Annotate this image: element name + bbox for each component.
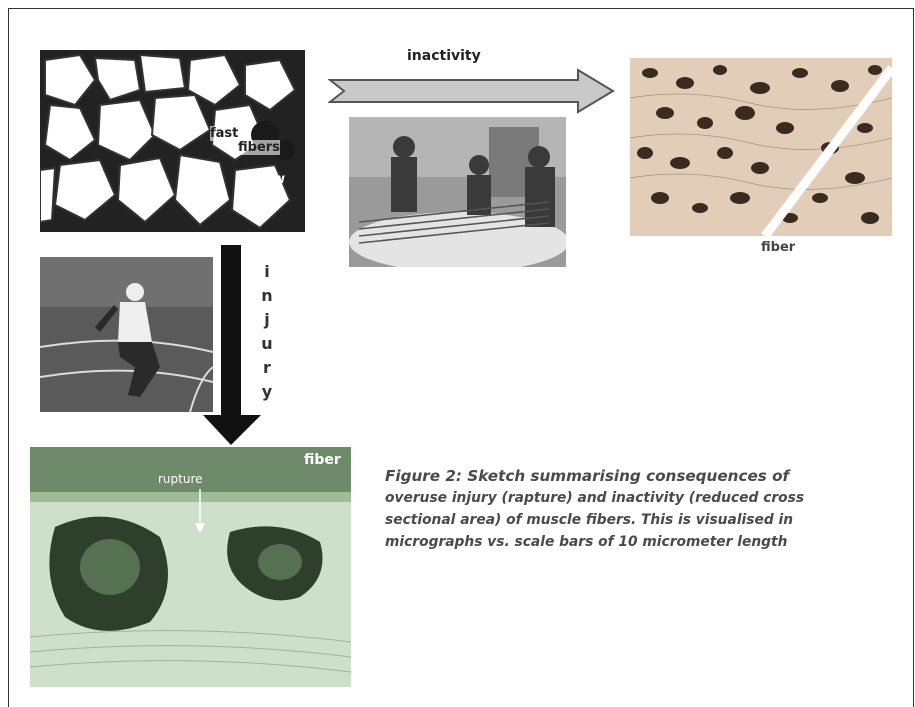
caption-line-1: Figure 2: Sketch summarising consequence… xyxy=(385,467,790,485)
injury-letter-i: i xyxy=(264,262,270,281)
injury-label: i n j u r y xyxy=(259,260,275,404)
sprinting-athlete-photo xyxy=(40,257,213,412)
atrophied-fiber-micrograph xyxy=(630,58,892,236)
bedridden-patients-photo xyxy=(349,117,566,267)
fibers-label: fibers xyxy=(238,140,280,155)
injury-letter-y: y xyxy=(261,382,273,401)
rupture-label: rupture xyxy=(158,472,203,486)
muscle-cross-section-micrograph: fast fibers slow xyxy=(40,50,305,232)
figure-frame xyxy=(8,8,914,707)
slow-label: slow xyxy=(252,172,286,187)
caption-line-4: micrographs vs. scale bars of 10 microme… xyxy=(385,534,788,550)
injury-letter-r: r xyxy=(263,358,271,377)
inactivity-arrow xyxy=(327,68,616,114)
inactivity-label: inactivity xyxy=(407,48,481,64)
fiber-label-top-right: fiber xyxy=(761,240,796,255)
injury-letter-n: n xyxy=(261,286,273,305)
injury-arrow xyxy=(203,245,263,445)
ruptured-fiber-micrograph: rupture fiber xyxy=(30,447,351,687)
figure-caption: Figure 2: Sketch summarising consequence… xyxy=(385,465,893,553)
fiber-label-bottom: fiber xyxy=(304,452,341,468)
caption-line-2: overuse injury (rapture) and inactivity … xyxy=(385,490,805,506)
caption-line-3: sectional area) of muscle fibers. This i… xyxy=(385,512,794,528)
fast-label: fast xyxy=(210,126,239,141)
injury-letter-j: j xyxy=(264,310,270,329)
injury-letter-u: u xyxy=(261,334,273,353)
